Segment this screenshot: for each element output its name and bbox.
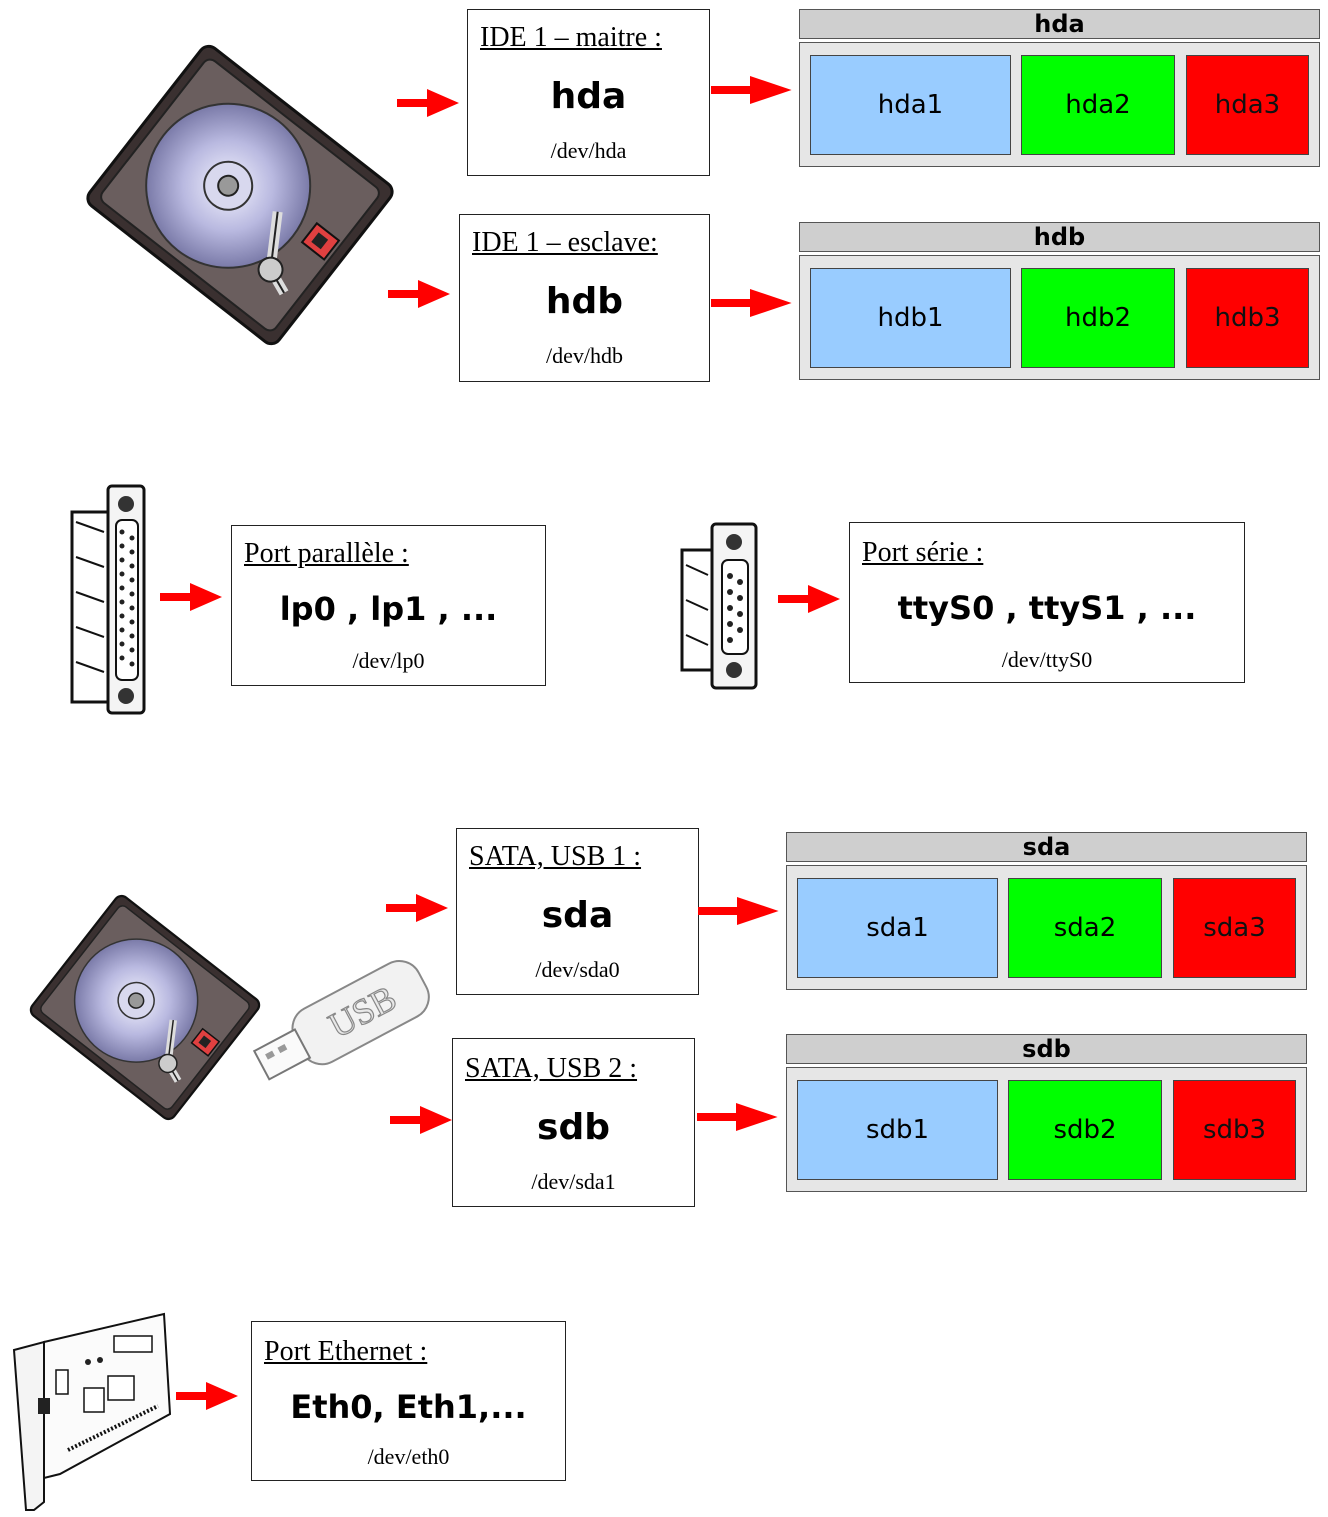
ide-master-label: IDE 1 – maitre : [480, 22, 662, 53]
ethernet-port-device-name: Eth0, Eth1,... [290, 1388, 527, 1426]
parallel-port-device-name: lp0 , lp1 , ... [279, 590, 498, 628]
disk-sdb: sdb sdb1 sdb2 sdb3 [786, 1034, 1307, 1192]
hard-disk-icon [30, 895, 260, 1120]
sata1-label: SATA, USB 1 : [469, 841, 642, 872]
partition-sda2: sda2 [1008, 878, 1162, 978]
disk-hda-body: hda1 hda2 hda3 [799, 42, 1320, 167]
arrow-right-icon [388, 280, 450, 308]
parallel-port-label: Port parallèle : [244, 538, 409, 569]
ide-slave-device-name: hdb [545, 281, 624, 322]
sata2-label: SATA, USB 2 : [465, 1053, 638, 1084]
sata2-device-name: sdb [537, 1107, 610, 1148]
serial-port-device-name: ttyS0 , ttyS1 , ... [897, 589, 1197, 627]
disk-sda: sda sda1 sda2 sda3 [786, 832, 1307, 990]
sata1-box: SATA, USB 1 : sda /dev/sda0 [456, 828, 699, 995]
partition-sda3: sda3 [1173, 878, 1296, 978]
serial-port-label: Port série : [862, 537, 984, 568]
sata1-device-name: sda [541, 895, 614, 936]
disk-sda-body: sda1 sda2 sda3 [786, 865, 1307, 990]
partition-hda1: hda1 [810, 55, 1011, 155]
arrow-right-icon [386, 894, 448, 922]
sata1-device-path: /dev/sda0 [535, 957, 620, 982]
partition-hda2: hda2 [1021, 55, 1175, 155]
sata2-box: SATA, USB 2 : sdb /dev/sda1 [452, 1038, 695, 1207]
arrow-right-icon [176, 1382, 238, 1410]
partition-hda3: hda3 [1186, 55, 1309, 155]
arrow-right-icon [778, 585, 840, 613]
disk-sda-title: sda [786, 832, 1307, 862]
arrow-right-icon [711, 289, 792, 317]
arrow-right-icon [160, 583, 222, 611]
partition-sdb1: sdb1 [797, 1080, 998, 1180]
disk-hdb-title: hdb [799, 222, 1320, 252]
ide-slave-box: IDE 1 – esclave: hdb /dev/hdb [459, 214, 710, 382]
ide-slave-device-path: /dev/hdb [546, 343, 623, 368]
arrow-right-icon [390, 1106, 452, 1134]
disk-hdb-body: hdb1 hdb2 hdb3 [799, 255, 1320, 380]
sata2-device-path: /dev/sda1 [531, 1169, 616, 1194]
disk-hda: hda hda1 hda2 hda3 [799, 9, 1320, 167]
partition-hdb3: hdb3 [1186, 268, 1309, 368]
hard-disk-icon [90, 40, 390, 350]
serial-port-device-path: /dev/ttyS0 [1001, 647, 1093, 672]
arrow-right-icon [397, 89, 459, 117]
parallel-port-box: Port parallèle : lp0 , lp1 , ... /dev/lp… [231, 525, 546, 686]
partition-sdb3: sdb3 [1173, 1080, 1296, 1180]
disk-sdb-title: sdb [786, 1034, 1307, 1064]
parallel-connector-icon [70, 484, 146, 715]
parallel-port-device-path: /dev/lp0 [352, 648, 425, 673]
ethernet-port-box: Port Ethernet : Eth0, Eth1,... /dev/eth0 [251, 1321, 566, 1481]
ide-master-device-path: /dev/hda [550, 138, 627, 163]
ide-slave-label: IDE 1 – esclave: [472, 227, 658, 258]
partition-sdb2: sdb2 [1008, 1080, 1162, 1180]
arrow-right-icon [711, 76, 792, 104]
serial-connector-icon [680, 522, 758, 690]
ethernet-port-label: Port Ethernet : [264, 1336, 428, 1367]
ide-master-box: IDE 1 – maitre : hda /dev/hda [467, 9, 710, 176]
arrow-right-icon [697, 1103, 778, 1131]
disk-sdb-body: sdb1 sdb2 sdb3 [786, 1067, 1307, 1192]
ide-master-device-name: hda [550, 76, 627, 117]
partition-hdb2: hdb2 [1021, 268, 1175, 368]
arrow-right-icon [698, 897, 779, 925]
ethernet-port-device-path: /dev/eth0 [367, 1444, 450, 1469]
usb-stick-icon: USB [252, 960, 430, 1081]
disk-hda-title: hda [799, 9, 1320, 39]
disk-hdb: hdb hdb1 hdb2 hdb3 [799, 222, 1320, 380]
serial-port-box: Port série : ttyS0 , ttyS1 , ... /dev/tt… [849, 522, 1245, 683]
partition-sda1: sda1 [797, 878, 998, 978]
network-card-icon [12, 1312, 172, 1511]
partition-hdb1: hdb1 [810, 268, 1011, 368]
